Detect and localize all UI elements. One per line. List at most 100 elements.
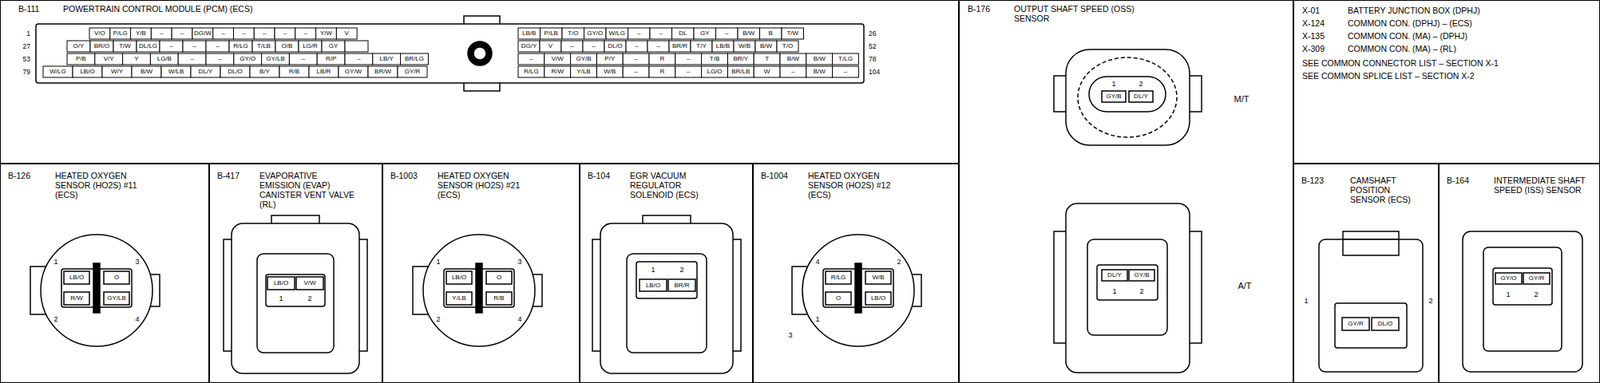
wire-color: LG/B bbox=[157, 55, 172, 63]
connector-cavity bbox=[344, 40, 369, 52]
cmp-connector bbox=[1342, 317, 1370, 331]
wire-color: – bbox=[192, 43, 196, 50]
connector-cavity bbox=[716, 27, 739, 40]
connector-panel: B-123CAMSHAFT POSITION SENSOR (ECS) bbox=[1293, 163, 1439, 383]
wire-color: LG/R bbox=[302, 43, 318, 50]
ho2s-11-connector bbox=[30, 234, 160, 347]
component-name: CAMSHAFT POSITION SENSOR (ECS) bbox=[1350, 175, 1422, 205]
pin-number: 3 bbox=[788, 332, 793, 340]
wire-color: W bbox=[764, 68, 771, 76]
component-name: EVAPORATIVE EMISSION (EVAP) CANISTER VEN… bbox=[259, 170, 356, 210]
cmp-connector bbox=[1342, 239, 1399, 256]
wire-color: LB/O bbox=[273, 280, 289, 287]
pin-number: 2 bbox=[1428, 297, 1433, 305]
connector-cavity bbox=[400, 53, 429, 65]
wire-color: GY/R bbox=[404, 68, 421, 76]
index-note: X-135 bbox=[1302, 31, 1325, 41]
wire-color: W/LG bbox=[49, 68, 66, 76]
wire-color: R/LG bbox=[831, 274, 847, 282]
connector-cavity bbox=[649, 66, 676, 78]
component-name: HEATED OXYGEN SENSOR (HO2S) #21 (ECS) bbox=[437, 170, 538, 200]
connector-id: B-104 bbox=[587, 170, 610, 181]
wire-color: GY bbox=[328, 43, 339, 50]
wire-color: V bbox=[344, 30, 349, 37]
connector-cavity bbox=[737, 27, 761, 40]
connector-cavity bbox=[316, 53, 345, 65]
wire-color: BR/R bbox=[673, 282, 690, 290]
wire-color: R/W bbox=[550, 68, 564, 76]
connector-cavity bbox=[136, 40, 160, 52]
wire-color: – bbox=[180, 30, 184, 37]
connector-cavity bbox=[518, 66, 545, 78]
connector-cavity bbox=[806, 53, 833, 65]
connector-cavity bbox=[261, 53, 290, 65]
pcm-connector bbox=[35, 15, 864, 92]
wire-color: – bbox=[637, 30, 641, 37]
connector-cavity bbox=[113, 40, 137, 52]
wire-color: P/LB bbox=[544, 30, 559, 37]
connector-id: B-1004 bbox=[760, 170, 789, 181]
wire-color: T bbox=[764, 55, 769, 63]
index-note: SEE COMMON SPLICE LIST – SECTION X-2 bbox=[1302, 71, 1475, 81]
component-name: INTERMEDIATE SHAFT SPEED (ISS) SENSOR bbox=[1493, 175, 1586, 195]
wire-color: W/LB bbox=[168, 68, 185, 76]
wire-color: – bbox=[656, 43, 660, 50]
wire-color: R/B bbox=[493, 295, 504, 302]
wire-color: T/O bbox=[567, 30, 579, 37]
oss-connector-at bbox=[1087, 239, 1168, 336]
oss-connector-mt bbox=[1053, 49, 1202, 146]
connector-cavity bbox=[150, 53, 179, 65]
wire-color: – bbox=[843, 68, 848, 76]
ho2s-21-connector bbox=[475, 263, 483, 313]
ho2s-12-connector bbox=[825, 271, 852, 285]
connector-cavity bbox=[213, 27, 234, 40]
wire-color: DL/Y bbox=[1133, 93, 1149, 100]
wire-color: GY/B bbox=[575, 55, 591, 63]
wire-color: R/P bbox=[325, 55, 337, 63]
ho2s-12-connector bbox=[825, 292, 852, 305]
connector-cavity bbox=[753, 53, 781, 65]
wire-color: – bbox=[159, 30, 163, 37]
wire-color: B/W bbox=[140, 68, 153, 76]
wire-color: P/Y bbox=[604, 55, 615, 63]
ho2s-11-connector bbox=[63, 292, 90, 305]
pin-number: 2 bbox=[896, 258, 901, 266]
ho2s-11-connector bbox=[103, 292, 130, 305]
index-note: COMMON CON. (MA) – (RL) bbox=[1347, 43, 1457, 54]
transmission-variant: A/T bbox=[1237, 281, 1252, 291]
component-name: OUTPUT SHAFT SPEED (OSS) SENSOR bbox=[1013, 3, 1158, 24]
oss-connector-mt bbox=[1065, 49, 1190, 146]
wire-color: T/W bbox=[786, 30, 799, 37]
index-note: X-01 bbox=[1302, 5, 1320, 16]
connector-cavity bbox=[67, 40, 91, 52]
index-note: X-124 bbox=[1302, 18, 1325, 28]
connector-cavity bbox=[755, 40, 777, 52]
connector-cavity bbox=[249, 66, 280, 78]
oss-connector-at bbox=[1053, 203, 1202, 373]
connector-cavity bbox=[274, 27, 296, 40]
cmp-connector bbox=[1318, 231, 1423, 373]
wire-color: B bbox=[768, 30, 773, 37]
pin-number: 4 bbox=[815, 258, 820, 266]
oss-connector-mt bbox=[1101, 91, 1126, 103]
row-number: 26 bbox=[868, 30, 876, 38]
connector-cavity bbox=[178, 53, 206, 65]
connector-cavity bbox=[544, 66, 571, 78]
wire-color: LB/O bbox=[79, 68, 95, 76]
connector-cavity bbox=[570, 53, 598, 65]
pin-number: 3 bbox=[517, 258, 522, 266]
connector-cavity bbox=[776, 40, 799, 52]
iss-connector bbox=[1462, 231, 1583, 373]
wire-color: V/W bbox=[551, 55, 564, 63]
connector-cavity bbox=[397, 66, 428, 78]
wire-color: – bbox=[633, 68, 638, 76]
connector-cavity bbox=[727, 66, 754, 78]
wire-color: T/LG bbox=[838, 55, 853, 63]
wire-color: V/O bbox=[94, 30, 106, 37]
wire-color: DL bbox=[678, 30, 687, 37]
wire-color: T/W bbox=[118, 43, 131, 50]
ho2s-11-connector bbox=[63, 271, 90, 285]
connector-cavity bbox=[171, 27, 193, 40]
ho2s-12-connector bbox=[802, 234, 915, 347]
wire-color: DL/O bbox=[1378, 320, 1394, 328]
